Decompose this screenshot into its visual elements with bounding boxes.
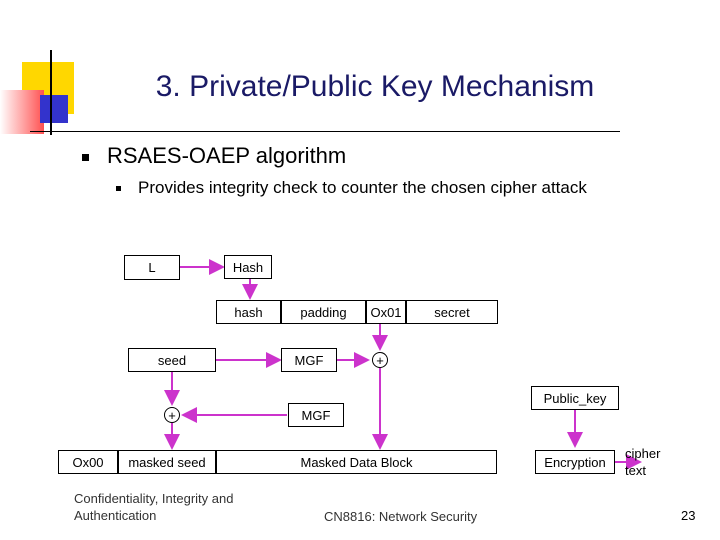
masked-data-block-box: Masked Data Block (216, 450, 497, 474)
decor-blue-block (40, 95, 68, 123)
cipher-label: cipher (625, 446, 661, 461)
decor-red-block (0, 90, 44, 134)
bullet-square (82, 154, 89, 161)
ox00-box: Ox00 (58, 450, 118, 474)
mgf-box-2: MGF (288, 403, 344, 427)
masked-seed-box: masked seed (118, 450, 216, 474)
bullet-level1: RSAES-OAEP algorithm (107, 143, 347, 168)
xor-operator-1: + (372, 352, 388, 368)
footer-center: CN8816: Network Security (324, 509, 478, 524)
padding-box: padding (281, 300, 366, 324)
text-label: text (625, 463, 646, 478)
footer-left: Confidentiality, Integrity and Authentic… (74, 491, 234, 523)
slide-title: 3. Private/Public Key Mechanism (155, 70, 595, 103)
seed-box: seed (128, 348, 216, 372)
xor-operator-2: + (164, 407, 180, 423)
bullet-square-small (116, 186, 121, 191)
hash-field-box: hash (216, 300, 281, 324)
ox01-box: Ox01 (366, 300, 406, 324)
label-l-box: L (124, 255, 180, 280)
secret-box: secret (406, 300, 498, 324)
bullet-level2: Provides integrity check to counter the … (138, 178, 587, 197)
hash-function-box: Hash (224, 255, 272, 279)
decor-horizontal-line (30, 131, 620, 132)
decor-vertical-line (50, 50, 52, 135)
mgf-box-1: MGF (281, 348, 337, 372)
encryption-box: Encryption (535, 450, 615, 474)
public-key-box: Public_key (531, 386, 619, 410)
page-number: 23 (681, 508, 696, 523)
